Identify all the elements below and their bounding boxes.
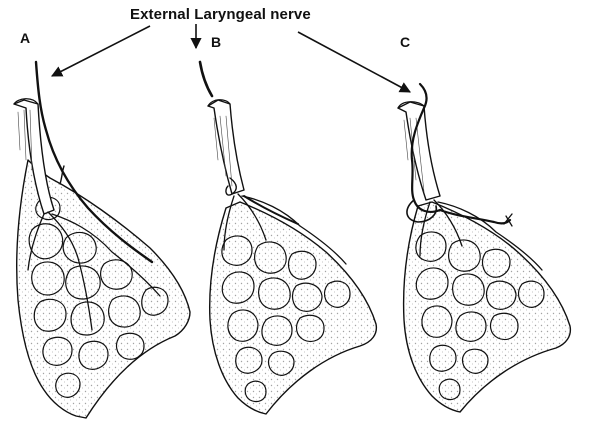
panel-a-illustration [14, 62, 190, 418]
arrow-to-c [298, 32, 410, 92]
panel-c-illustration [398, 84, 570, 412]
panel-b-illustration [200, 62, 376, 414]
panel-c-trunk [398, 102, 440, 200]
panel-b-lobe-outline [210, 202, 377, 414]
panel-b-nerve [200, 62, 212, 96]
arrow-to-a [52, 26, 150, 76]
pointer-arrows [52, 24, 410, 92]
panel-b-trunk [208, 100, 244, 194]
panel-c-lobe-outline [404, 202, 571, 412]
